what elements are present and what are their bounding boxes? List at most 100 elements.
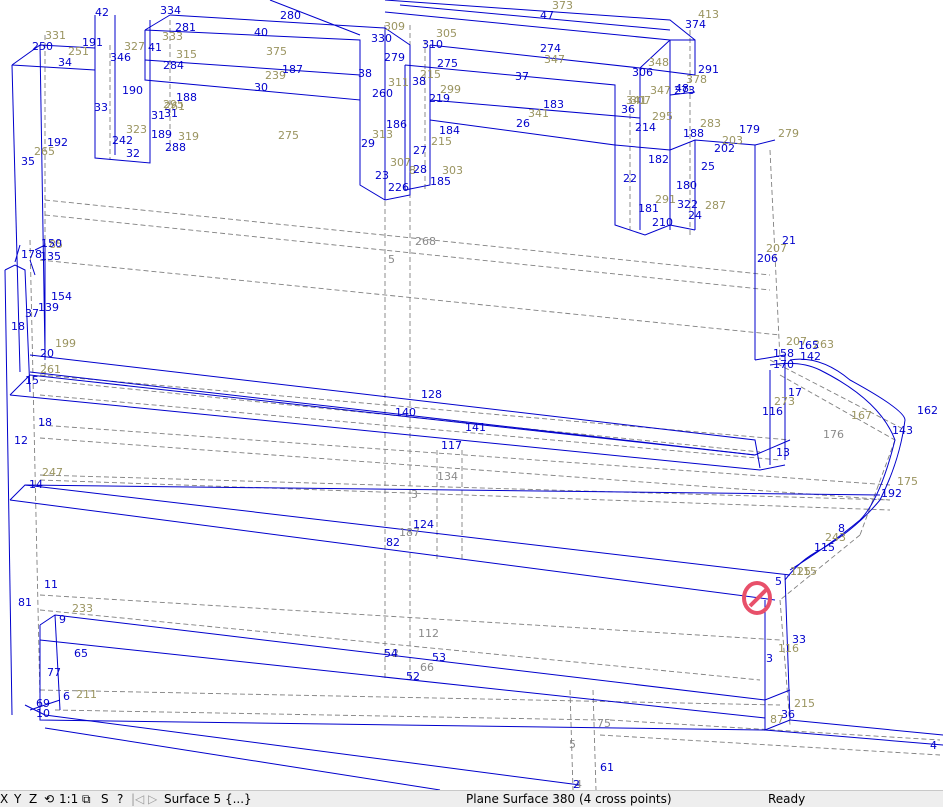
entity-number-label: 139 xyxy=(38,301,59,314)
help-button[interactable]: ? xyxy=(117,792,124,806)
point-number-label: 275 xyxy=(278,129,299,142)
point-number-label: 243 xyxy=(825,531,846,544)
entity-number-label: 186 xyxy=(386,118,407,131)
point-number-label: 199 xyxy=(55,337,76,350)
point-number-label: 273 xyxy=(774,395,795,408)
point-number-label: 413 xyxy=(698,8,719,21)
point-number-label: 341 xyxy=(528,107,549,120)
entity-number-label: 36 xyxy=(781,708,795,721)
entity-number-label: 81 xyxy=(18,596,32,609)
hidden-entity-label: 4 xyxy=(575,778,582,790)
entity-number-label: 23 xyxy=(375,169,389,182)
entity-number-label: 42 xyxy=(95,6,109,19)
entity-number-label: 274 xyxy=(540,42,561,55)
entity-number-label: 47 xyxy=(540,9,554,22)
point-number-label: 283 xyxy=(700,117,721,130)
point-number-label: 263 xyxy=(813,338,834,351)
point-number-label: 233 xyxy=(72,602,93,615)
entity-number-label: 40 xyxy=(254,26,268,39)
view-x-button[interactable]: X xyxy=(0,792,9,806)
rotate-icon[interactable]: ⟲ xyxy=(44,792,55,806)
entity-number-label: 5 xyxy=(775,575,782,588)
entity-number-label: 17 xyxy=(788,386,802,399)
entity-number-label: 284 xyxy=(163,59,184,72)
entity-number-label: 35 xyxy=(21,155,35,168)
point-number-label: 323 xyxy=(126,123,147,136)
entity-number-label: 18 xyxy=(11,320,25,333)
entity-number-label: 273 xyxy=(674,84,695,97)
point-number-label: 207 xyxy=(786,335,807,348)
entity-number-label: 206 xyxy=(757,252,778,265)
entity-number-label: 37 xyxy=(515,70,529,83)
point-number-label: 313 xyxy=(372,128,393,141)
entity-number-label: 180 xyxy=(676,179,697,192)
entity-number-label: 279 xyxy=(384,51,405,64)
entity-number-label: 188 xyxy=(176,91,197,104)
entity-number-label: 192 xyxy=(47,136,68,149)
hidden-entity-label: 2 xyxy=(392,647,399,660)
entity-number-label: 34 xyxy=(58,56,72,69)
play-icon[interactable]: ▷ xyxy=(148,792,158,806)
entity-number-label: 260 xyxy=(372,87,393,100)
entity-number-label: 322 xyxy=(677,198,698,211)
pick-highlight-marker xyxy=(742,581,772,615)
point-number-label: 279 xyxy=(778,127,799,140)
entity-number-label: 181 xyxy=(638,202,659,215)
entity-number-label: 6 xyxy=(63,690,70,703)
hidden-lines xyxy=(29,20,941,790)
entity-number-label: 334 xyxy=(160,4,181,17)
view-z-button[interactable]: Z xyxy=(29,792,38,806)
point-number-label: 295 xyxy=(163,98,184,111)
entity-number-label: 374 xyxy=(685,18,706,31)
entity-number-label: 33 xyxy=(792,633,806,646)
entity-number-label: 202 xyxy=(714,142,735,155)
entity-number-label: 53 xyxy=(432,651,446,664)
point-number-label: 87 xyxy=(770,713,784,726)
point-number-label: 203 xyxy=(722,134,743,147)
entity-number-label: 191 xyxy=(82,36,103,49)
point-number-label: 295 xyxy=(652,110,673,123)
entity-number-label: 162 xyxy=(917,404,938,417)
entity-number-label: 124 xyxy=(413,518,434,531)
point-number-label: 215 xyxy=(420,68,441,81)
hidden-entity-label: 5 xyxy=(388,253,395,266)
hidden-entity-label: 5 xyxy=(569,738,576,751)
window-icon[interactable]: ⧉ xyxy=(82,792,91,806)
entity-number-label: 140 xyxy=(395,406,416,419)
entity-number-label: 4 xyxy=(930,739,937,752)
point-number-label: 327 xyxy=(124,40,145,53)
geometry-drawing[interactable]: 3314132513273153753333093053733473483783… xyxy=(0,0,943,790)
point-number-label: 116 xyxy=(778,642,799,655)
entity-number-label: 38 xyxy=(358,67,372,80)
hidden-entity-label: 187 xyxy=(399,526,420,539)
point-number-label: 261 xyxy=(164,100,185,113)
status-message: Plane Surface 380 (4 cross points) xyxy=(466,792,672,806)
hidden-entity-label: 268 xyxy=(415,235,436,248)
entity-number-label: 24 xyxy=(688,209,702,222)
first-step-icon[interactable]: |◁ xyxy=(131,792,145,806)
point-number-label: 251 xyxy=(68,45,89,58)
hidden-entity-label: 3 xyxy=(411,488,418,501)
scale-1to1-button[interactable]: 1:1 xyxy=(59,792,79,806)
entity-number-label: 291 xyxy=(698,63,719,76)
entity-number-label: 346 xyxy=(110,51,131,64)
snapshot-button[interactable]: S xyxy=(101,792,109,806)
entity-number-label: 11 xyxy=(44,578,58,591)
entity-number-label: 41 xyxy=(148,41,162,54)
entity-number-label: 219 xyxy=(429,92,450,105)
point-number-label: 85 xyxy=(49,238,63,251)
view-y-button[interactable]: Y xyxy=(14,792,22,806)
point-number-label: 303 xyxy=(442,164,463,177)
entity-number-label: 9 xyxy=(59,613,66,626)
point-number-label: 167 xyxy=(851,409,872,422)
entity-number-label: 143 xyxy=(892,424,913,437)
entity-number-label: 226 xyxy=(388,181,409,194)
geometry-lines xyxy=(4,0,943,790)
entity-number-label: 288 xyxy=(165,141,186,154)
entity-number-label: 158 xyxy=(773,347,794,360)
entity-number-label: 185 xyxy=(430,175,451,188)
entity-number-label: 21 xyxy=(782,234,796,247)
surface-selector[interactable]: Surface 5 {...} xyxy=(164,792,252,806)
